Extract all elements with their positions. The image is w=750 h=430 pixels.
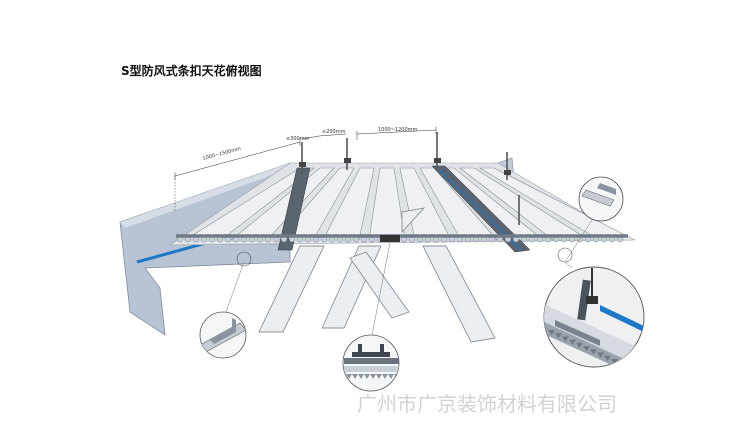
detail-tooth — [590, 349, 597, 355]
detail-tooth — [364, 374, 370, 379]
wall-top-face — [120, 163, 292, 228]
diagram-title: S型防风式条扣天花俯视图 — [121, 63, 262, 78]
detail-callout-4 — [543, 266, 646, 377]
detail-tooth — [639, 372, 646, 377]
hanger-rods — [301, 132, 520, 225]
detail-callout-3 — [578, 176, 624, 222]
detail-tooth — [618, 362, 625, 367]
detail-tooth — [382, 374, 388, 379]
detail-tooth — [576, 342, 583, 348]
detail-tooth — [555, 333, 562, 339]
detail-tooth — [632, 369, 639, 374]
detail-callout-1 — [199, 311, 247, 359]
detail-tooth — [370, 374, 376, 379]
dim-label-3: ≤200mm — [322, 129, 346, 135]
callout-leaders — [225, 219, 593, 336]
ceiling-strip — [478, 167, 636, 241]
dimension-lines — [174, 127, 437, 212]
detail-tooth — [352, 374, 358, 379]
detail-tooth — [583, 346, 590, 352]
detail-tooth — [611, 358, 618, 364]
callout-target-left — [236, 251, 252, 267]
loose-strips — [258, 207, 496, 343]
detail-tooth — [562, 336, 569, 342]
callout-target-right — [557, 247, 573, 263]
detail-tooth — [346, 374, 352, 379]
carrier-left — [277, 167, 311, 251]
detail-tooth — [604, 355, 611, 361]
detail-tooth — [597, 352, 604, 358]
detail-tooth — [376, 374, 382, 379]
callout-target-center — [380, 235, 400, 242]
watermark-text: 广州市广京装饰材料有限公司 — [357, 392, 617, 416]
detail-tooth — [625, 365, 632, 367]
dim-label-4: 1000~1200mm — [378, 127, 418, 133]
dim-label-2: ≤300mm — [286, 136, 310, 142]
detail-tooth — [548, 330, 555, 335]
hanger-clips — [299, 158, 511, 175]
detail-callout-2 — [342, 334, 400, 392]
detail-tooth — [388, 374, 394, 379]
detail-tooth — [358, 374, 364, 379]
detail-tooth — [569, 339, 576, 345]
